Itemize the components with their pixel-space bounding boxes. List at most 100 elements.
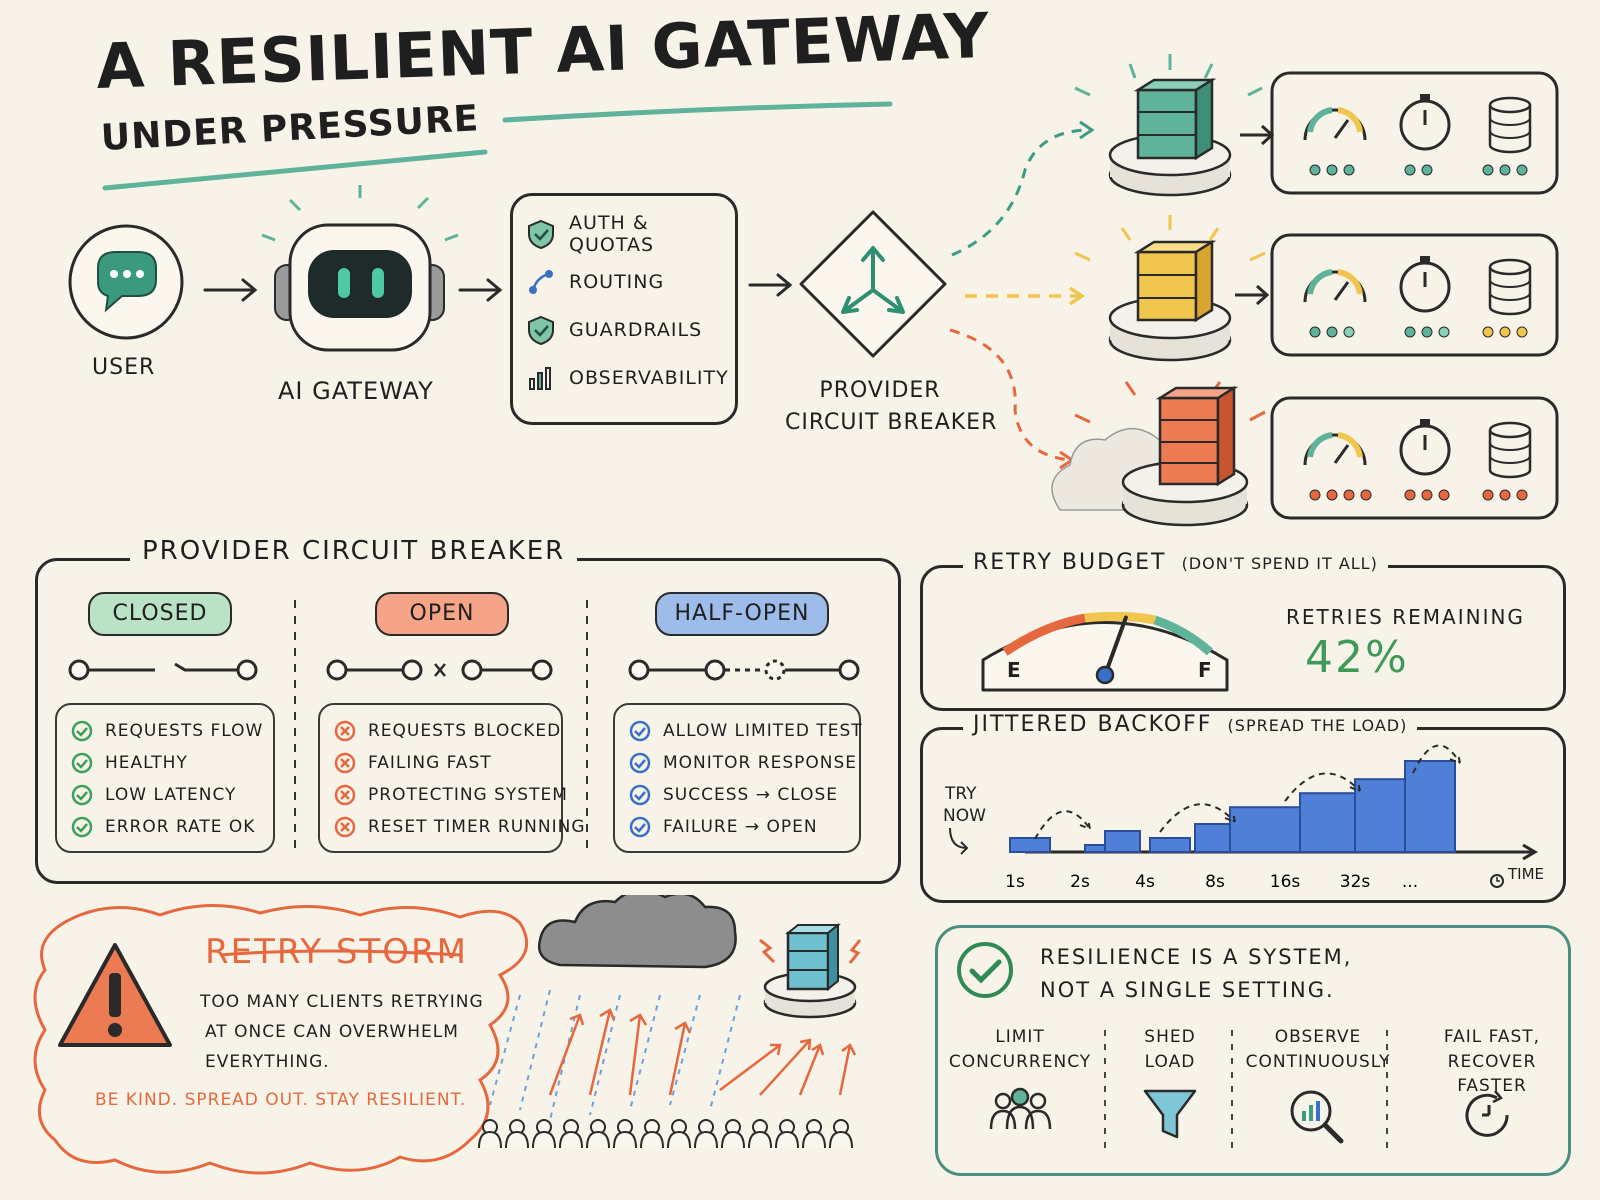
closed-switch-icon: [68, 659, 258, 681]
check-circle-icon: [71, 784, 93, 806]
state-item: REQUESTS BLOCKED: [334, 715, 560, 747]
state-badge-closed: CLOSED: [88, 592, 232, 636]
rain-cloud-icon: [537, 895, 737, 969]
state-item-label: MONITOR RESPONSE: [663, 753, 857, 773]
breaker-label-2: CIRCUIT BREAKER: [785, 410, 998, 435]
gauge-e-label: E: [1007, 658, 1021, 682]
check-circle-icon: [71, 816, 93, 838]
state-item-label: RESET TIMER RUNNING: [368, 817, 586, 837]
shield-check-icon: [527, 315, 555, 345]
backoff-note: (SPREAD THE LOAD): [1227, 716, 1408, 735]
crowd-icons: [478, 1119, 853, 1149]
x-circle-icon: [334, 752, 356, 774]
pillar-label: OBSERVE: [1274, 1027, 1362, 1047]
x-circle-icon: [334, 816, 356, 838]
breaker-label-1: PROVIDER: [819, 378, 941, 403]
half-open-switch-icon: [628, 659, 860, 681]
state-item: ALLOW LIMITED TEST: [629, 715, 862, 747]
providers-graphics: [949, 54, 1275, 527]
tick-label: 4s: [1135, 872, 1155, 890]
retry-gauge: [981, 611, 1229, 692]
state-item-label: ERROR RATE OK: [105, 817, 256, 837]
breaker-section-title: PROVIDER CIRCUIT BREAKER: [130, 536, 578, 566]
state-item-label: FAILURE → OPEN: [663, 817, 818, 837]
state-item-label: HEALTHY: [105, 753, 188, 773]
retry-budget-note: (DON'T SPEND IT ALL): [1181, 554, 1378, 573]
state-item: SUCCESS → CLOSE: [629, 779, 845, 811]
open-switch-icon: [326, 659, 553, 681]
state-list: ALLOW LIMITED TEST MONITOR RESPONSE SUCCES…: [613, 703, 862, 853]
gateway-robot-icon: [261, 185, 459, 352]
pillar-label: SHED: [1144, 1027, 1196, 1047]
check-circle-icon: [629, 720, 651, 742]
database-icon: [1488, 96, 1532, 154]
storm-line-2: AT ONCE CAN OVERWHELM: [205, 1022, 459, 1042]
state-item: RESET TIMER RUNNING: [334, 811, 585, 843]
user-chat-icon: [68, 224, 184, 340]
pillar-label: FAIL FAST,: [1443, 1027, 1541, 1047]
state-item: FAILURE → OPEN: [629, 811, 845, 843]
flow-graphics: [68, 185, 947, 358]
check-circle-icon: [957, 942, 1013, 998]
state-item: PROTECTING SYSTEM: [334, 779, 567, 811]
state-item: REQUESTS FLOW: [71, 715, 262, 747]
backoff-bar: [1229, 806, 1301, 853]
storm-line-3: EVERYTHING.: [205, 1052, 330, 1072]
gauge-needle: [1103, 615, 1128, 677]
state-item-label: LOW LATENCY: [105, 785, 237, 805]
rain-lines: [489, 989, 741, 1121]
backoff-arc: [1034, 810, 1092, 840]
metrics-panel: [1270, 233, 1559, 357]
speedometer-icon: [1303, 269, 1367, 303]
state-item-label: ALLOW LIMITED TEST: [663, 721, 863, 741]
overwhelmed-server-icon: [759, 922, 862, 1019]
shield-check-icon: [527, 219, 555, 249]
speedometer-icon: [1303, 107, 1367, 141]
storm-title: RETRY STORM: [205, 932, 468, 972]
tick-label: 2s: [1070, 872, 1090, 890]
pillar-label: CONCURRENCY: [948, 1052, 1092, 1072]
user-label: USER: [92, 355, 156, 380]
feature-label: OBSERVABILITY: [569, 367, 729, 389]
backoff-bar: [1354, 778, 1411, 854]
breaker-dividers: [68, 600, 860, 850]
retries-remaining-value: 42%: [1305, 632, 1409, 683]
check-circle-icon: [71, 752, 93, 774]
resilience-line-1: RESILIENCE IS A SYSTEM,: [1040, 945, 1353, 969]
speedometer-icon: [1303, 432, 1367, 466]
route-icon: [527, 267, 555, 297]
storm-cloud-border: [33, 895, 862, 1175]
gauge-f-label: F: [1198, 658, 1212, 682]
provider-metrics: [1270, 71, 1559, 520]
feature-item: ROUTING: [527, 258, 721, 306]
pillar-label: LOAD: [1144, 1052, 1196, 1072]
pillar-label: CONTINUOUSLY: [1245, 1052, 1391, 1072]
stopwatch-icon: [1399, 419, 1451, 476]
check-circle-icon: [629, 752, 651, 774]
gateway-label: AI GATEWAY: [278, 377, 434, 405]
backoff-bar: [1104, 830, 1141, 853]
state-badge-half-open: HALF-OPEN: [655, 592, 829, 636]
backoff-bar: [1194, 823, 1231, 853]
try-label-1: TRY: [945, 784, 977, 804]
stopwatch-icon: [1399, 256, 1451, 313]
resilience-box: [935, 925, 1571, 1176]
tick-label: 32s: [1340, 872, 1371, 890]
database-icon: [1488, 421, 1532, 479]
feature-label: ROUTING: [569, 271, 665, 293]
storm-footer: BE KIND. SPREAD OUT. STAY RESILIENT.: [95, 1090, 467, 1110]
metrics-panel: [1270, 71, 1559, 195]
people-icon: [985, 1085, 1055, 1143]
title-underlines: [102, 101, 893, 191]
magnifier-chart-icon: [1283, 1085, 1353, 1149]
tick-label: 1s: [1005, 872, 1025, 890]
funnel-icon: [1135, 1085, 1205, 1149]
state-item-label: REQUESTS FLOW: [105, 721, 264, 741]
try-label-2: NOW: [943, 806, 986, 826]
warning-icon: [58, 943, 172, 1047]
state-item: HEALTHY: [71, 747, 259, 779]
timer-recover-icon: [1457, 1085, 1527, 1149]
state-item-label: PROTECTING SYSTEM: [368, 785, 568, 805]
